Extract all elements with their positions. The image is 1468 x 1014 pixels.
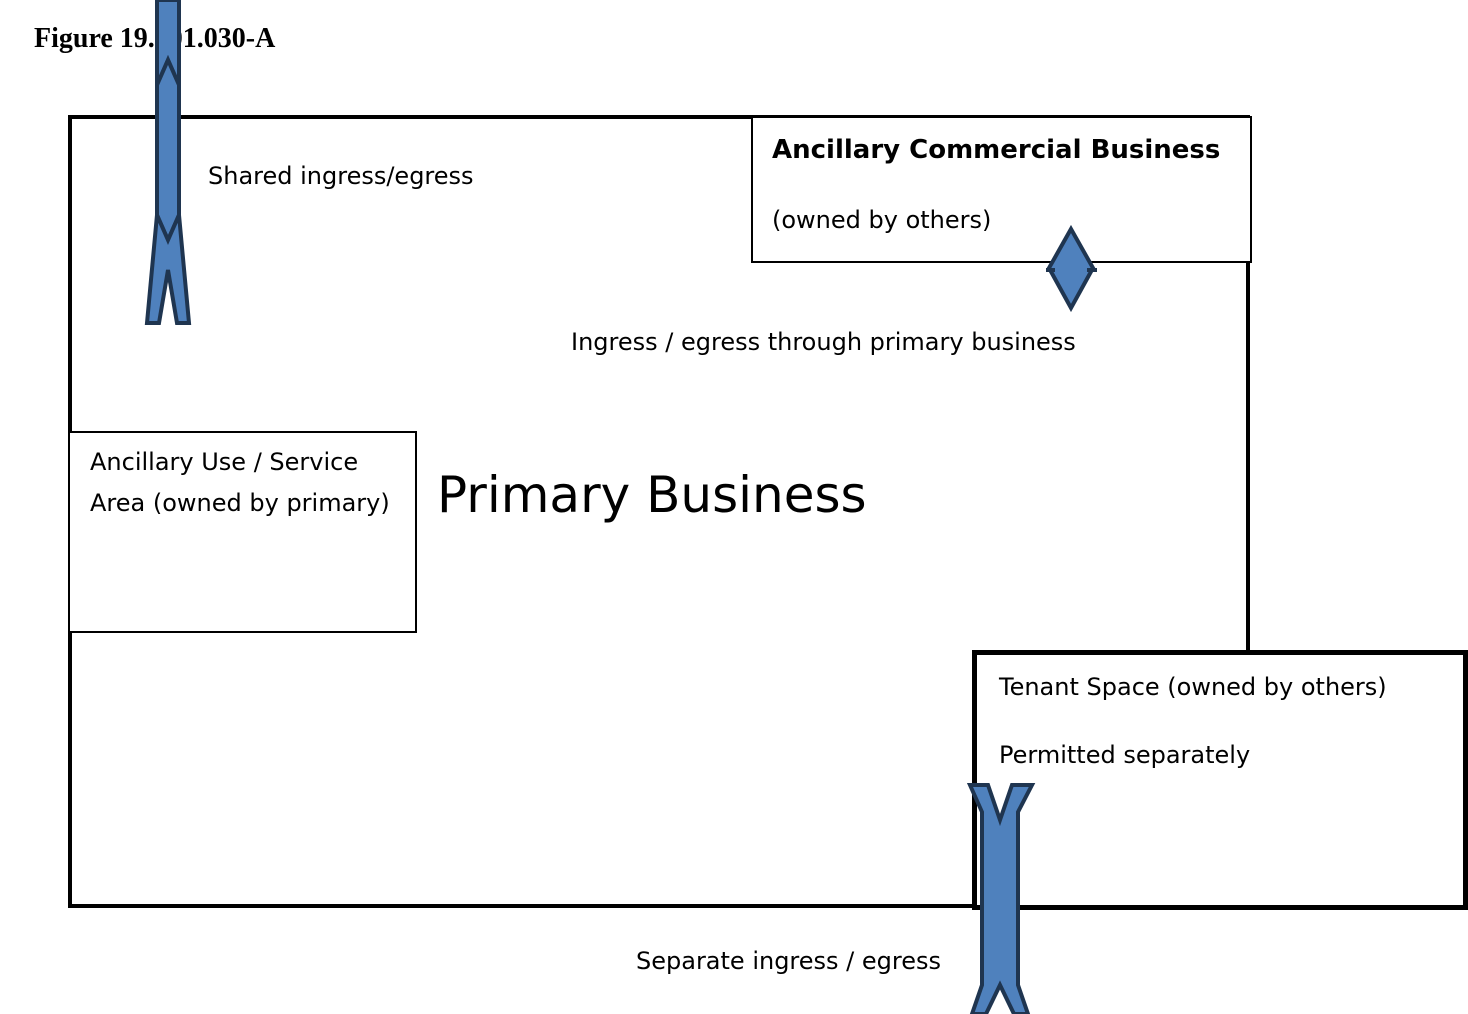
shared-access-label: Shared ingress/egress <box>208 162 474 190</box>
ancillary-use-service-area-box <box>68 431 417 633</box>
through-primary-access-label: Ingress / egress through primary busines… <box>571 328 1076 356</box>
figure-title: Figure 19.101.030-A <box>34 23 276 54</box>
separate-access-label: Separate ingress / egress <box>636 947 942 975</box>
tenant-space-permit-label: Permitted separately <box>999 741 1251 769</box>
ancillary-commercial-subtitle: (owned by others) <box>772 206 992 234</box>
primary-business-label: Primary Business <box>437 466 867 524</box>
tenant-space-box <box>972 650 1468 910</box>
ancillary-commercial-business-box <box>751 116 1252 263</box>
ancillary-commercial-title: Ancillary Commercial Business <box>772 135 1221 165</box>
ancillary-use-label: Ancillary Use / Service Area (owned by p… <box>90 448 390 517</box>
tenant-space-label: Tenant Space (owned by others) <box>999 673 1387 701</box>
